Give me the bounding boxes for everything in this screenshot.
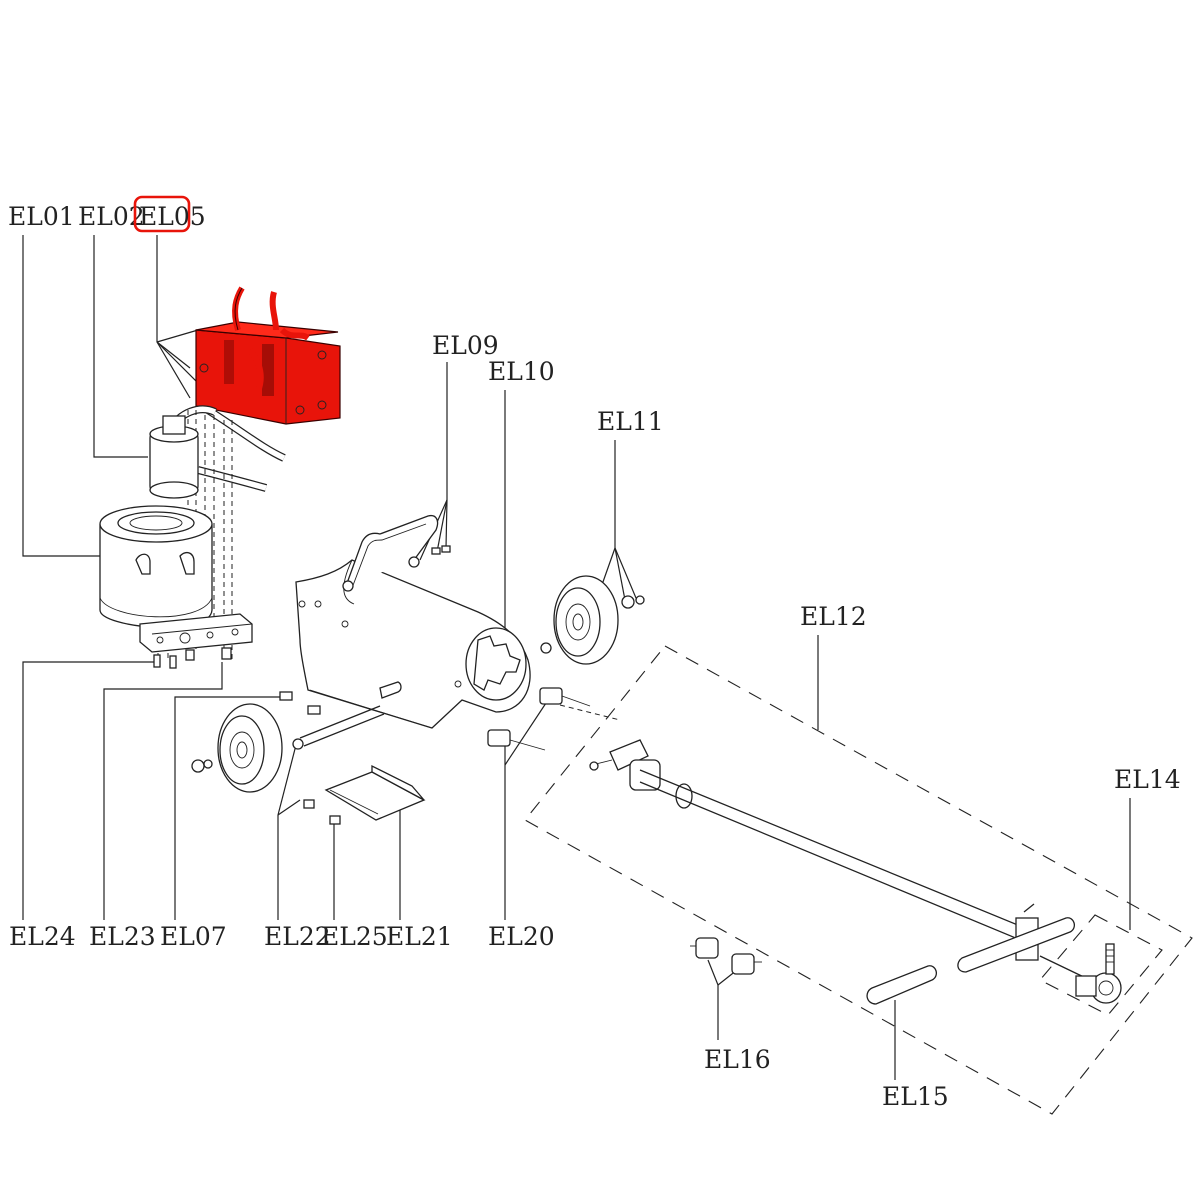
- label-el02[interactable]: EL02: [78, 202, 145, 231]
- highlight-box-el05: [133, 195, 191, 233]
- label-el22[interactable]: EL22: [264, 922, 331, 951]
- handle-assembly-el12[interactable]: [589, 739, 1039, 961]
- label-el07[interactable]: EL07: [160, 922, 227, 951]
- label-el14[interactable]: EL14: [1114, 765, 1181, 794]
- label-el20[interactable]: EL20: [488, 922, 555, 951]
- label-el01[interactable]: EL01: [8, 202, 75, 231]
- caps-el16[interactable]: [690, 937, 762, 975]
- label-el15[interactable]: EL15: [882, 1082, 949, 1111]
- label-el05[interactable]: EL05: [139, 202, 206, 231]
- assembly-box-el12: [524, 645, 1193, 1115]
- label-el10[interactable]: EL10: [488, 357, 555, 386]
- label-el16[interactable]: EL16: [704, 1045, 771, 1074]
- wheel-el11[interactable]: [540, 575, 645, 665]
- plate-el21[interactable]: [303, 764, 426, 825]
- label-el25[interactable]: EL25: [321, 922, 388, 951]
- leader-lines: [22, 235, 1131, 1080]
- valve-block-el05[interactable]: [195, 286, 341, 425]
- chassis-el10[interactable]: [295, 559, 531, 729]
- label-el11[interactable]: EL11: [597, 407, 664, 436]
- label-el24[interactable]: EL24: [9, 922, 76, 951]
- label-el09[interactable]: EL09: [432, 331, 499, 360]
- switch-el14[interactable]: [1039, 943, 1122, 1004]
- motor-el01[interactable]: [99, 505, 253, 653]
- grip-el15[interactable]: [866, 917, 1076, 1005]
- label-el21[interactable]: EL21: [386, 922, 453, 951]
- label-el12[interactable]: EL12: [800, 602, 867, 631]
- assembly-box-el14: [1039, 914, 1163, 1016]
- wheel-el22[interactable]: [191, 703, 304, 793]
- solenoid-el02[interactable]: [149, 415, 199, 499]
- handle-bracket-el09[interactable]: [342, 514, 451, 592]
- fittings-el20[interactable]: [487, 687, 621, 751]
- axle-pins: [279, 681, 402, 747]
- motor-bolts: [153, 647, 232, 669]
- label-el23[interactable]: EL23: [89, 922, 156, 951]
